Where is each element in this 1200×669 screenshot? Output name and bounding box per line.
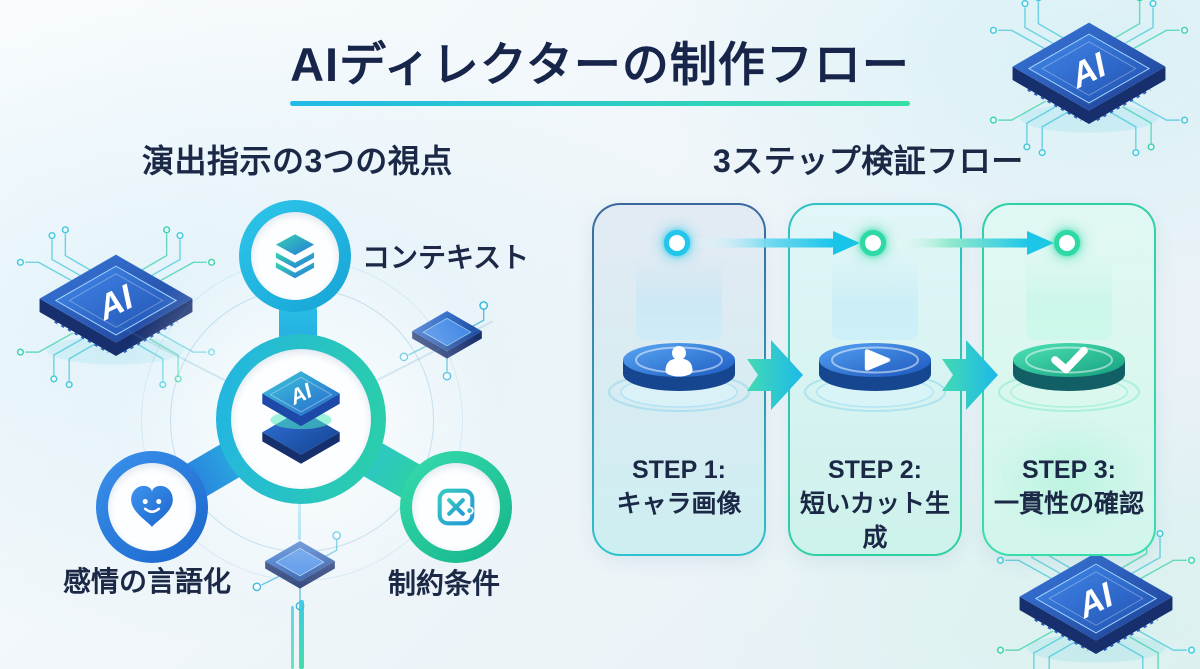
step-card-1: STEP 1: キャラ画像 xyxy=(592,203,766,556)
node-label-context: コンテキスト xyxy=(362,242,530,273)
user-icon xyxy=(665,346,693,377)
play-icon xyxy=(864,349,891,371)
light-beam xyxy=(832,255,918,340)
hub-node-context xyxy=(239,200,351,312)
step-title: キャラ画像 xyxy=(616,490,742,518)
hub-node-inner xyxy=(108,463,196,551)
right-section-heading: 3ステップ検証フロー xyxy=(713,143,1024,179)
light-beam-line xyxy=(291,606,294,669)
step-arrow-1 xyxy=(747,340,803,410)
step-arrow-2 xyxy=(942,340,998,410)
step-title: 短いカット生成 xyxy=(799,490,950,552)
title-block: AIディレクターの制作フロー xyxy=(0,38,1200,107)
light-beam xyxy=(1026,255,1112,340)
ai-chip-stack-icon: AI xyxy=(262,371,340,464)
hub-node-inner xyxy=(251,212,339,300)
hub-ring-inner: AI xyxy=(231,349,371,489)
light-beam-line xyxy=(299,600,304,669)
play-button-3d xyxy=(804,343,946,412)
heart-smile-icon xyxy=(131,485,173,527)
title-underline xyxy=(290,101,910,107)
layers-icon xyxy=(275,234,315,279)
node-label-emotion: 感情の言語化 xyxy=(63,566,232,597)
hub-ring: AI xyxy=(216,334,386,504)
step-card-body: STEP 3: 一貫性の確認 xyxy=(984,205,1154,554)
flow-node-2 xyxy=(860,230,886,256)
step-caption: STEP 1: キャラ画像 xyxy=(594,453,764,521)
step-card-3: STEP 3: 一貫性の確認 xyxy=(982,203,1156,556)
page-title: AIディレクターの制作フロー xyxy=(290,38,910,91)
hub-node-inner xyxy=(412,463,500,551)
flow-arrow-1 xyxy=(690,231,860,255)
hub-node-constraints xyxy=(400,451,512,563)
check-button-3d xyxy=(998,343,1140,412)
light-beam xyxy=(636,255,722,340)
step-number: STEP 3: xyxy=(1021,456,1117,484)
flow-node-3 xyxy=(1054,230,1080,256)
step-card-body: STEP 1: キャラ画像 xyxy=(594,205,764,554)
left-section-heading: 演出指示の3つの視点 xyxy=(142,143,453,179)
step-card-2: STEP 2: 短いカット生成 xyxy=(788,203,962,556)
step-number: STEP 1: xyxy=(631,456,727,484)
check-icon xyxy=(1051,346,1088,374)
flow-arrow-2 xyxy=(886,231,1054,255)
step-number: STEP 2: xyxy=(827,456,923,484)
user-button-3d xyxy=(608,343,750,412)
node-label-constraints: 制約条件 xyxy=(388,568,501,599)
flow-node-1 xyxy=(664,230,690,256)
hub-node-emotion xyxy=(96,451,208,563)
step-caption: STEP 3: 一貫性の確認 xyxy=(984,453,1154,521)
step-card-body: STEP 2: 短いカット生成 xyxy=(790,205,960,554)
step-title: 一貫性の確認 xyxy=(993,490,1144,518)
step-caption: STEP 2: 短いカット生成 xyxy=(790,453,960,555)
crossed-box-icon xyxy=(437,488,475,526)
